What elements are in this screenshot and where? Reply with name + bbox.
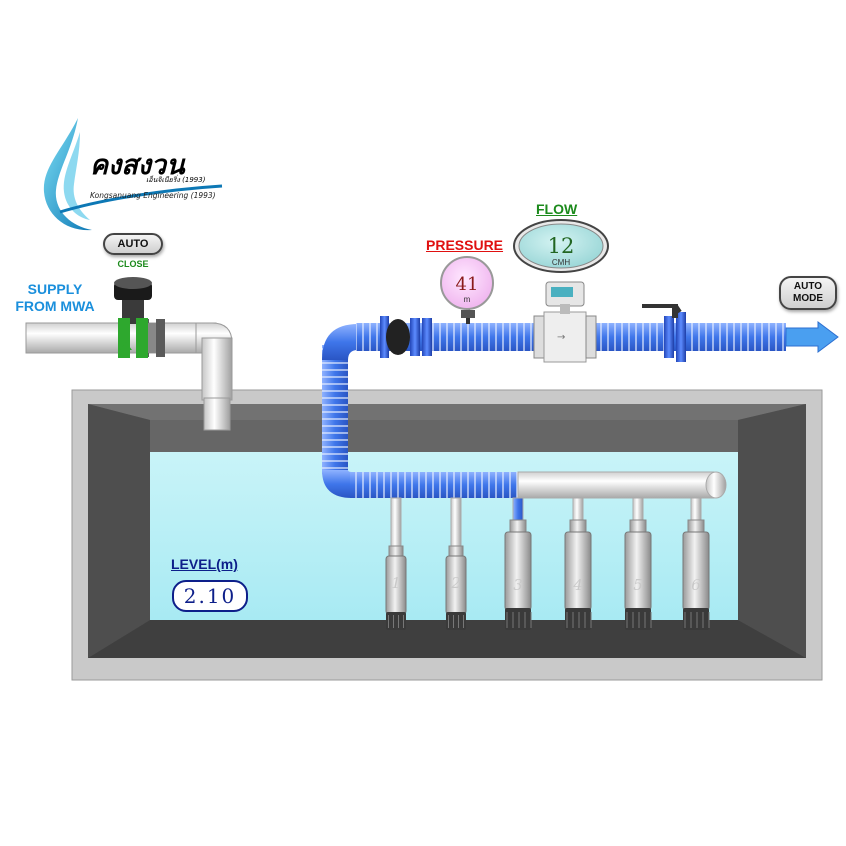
pump-number-label: 5 [633, 576, 643, 594]
logo-tagline-en: Kongsanuang Engineering (1993) [90, 191, 216, 200]
pump-6: 6 [682, 497, 710, 630]
pump-5: 5 [624, 497, 652, 630]
pump-number-label: 3 [513, 576, 523, 594]
flow-unit: CMH [552, 258, 570, 267]
pump-number-label: 6 [691, 576, 701, 594]
logo-brand-text: คงสงวน [90, 150, 186, 181]
supply-label-line2: FROM MWA [15, 298, 95, 314]
outlet-mode-line1: AUTO [793, 281, 823, 292]
level-title: LEVEL(m) [171, 556, 238, 572]
water-drop-icon [43, 118, 92, 231]
inlet-valve-status: CLOSE [117, 259, 149, 269]
pump-3: 3 [504, 497, 532, 630]
logo-tagline-thai: เอ็นจิเนียริ่ง (1993) [146, 174, 206, 184]
pump-1: 1 [385, 497, 407, 630]
flow-value: 12 [548, 234, 575, 258]
inlet-valve-mode-button[interactable]: AUTO [103, 233, 163, 255]
pump-2: 2 [445, 497, 467, 630]
outlet-mode-button[interactable]: AUTO MODE [779, 276, 837, 310]
pump-manifold [350, 471, 727, 499]
pump-number-label: 1 [391, 574, 401, 592]
pump-4: 4 [564, 497, 592, 630]
pump-number-label: 2 [450, 574, 461, 592]
level-value: 2.10 [172, 580, 248, 612]
company-logo: คงสงวน เอ็นจิเนียริ่ง (1993) Kongsanuang… [43, 118, 223, 231]
supply-label-line1: SUPPLY [27, 281, 83, 297]
flow-title: FLOW [536, 201, 578, 217]
pump-group: 1 2 3 4 5 6 [385, 497, 710, 630]
discharge-pipe: → [322, 281, 839, 498]
supply-label: SUPPLY FROM MWA [8, 281, 102, 315]
pressure-unit: m [464, 295, 471, 304]
pressure-gauge: 41 m [440, 256, 494, 310]
outlet-mode-line2: MODE [793, 293, 823, 304]
pump-number-label: 4 [572, 576, 583, 594]
flow-gauge: 12 CMH [513, 219, 609, 273]
flow-direction-arrow [785, 321, 839, 353]
inlet-valve[interactable] [114, 277, 152, 358]
pressure-title: PRESSURE [426, 237, 504, 253]
svg-text:→: → [557, 332, 565, 343]
pressure-value: 41 [456, 274, 479, 295]
